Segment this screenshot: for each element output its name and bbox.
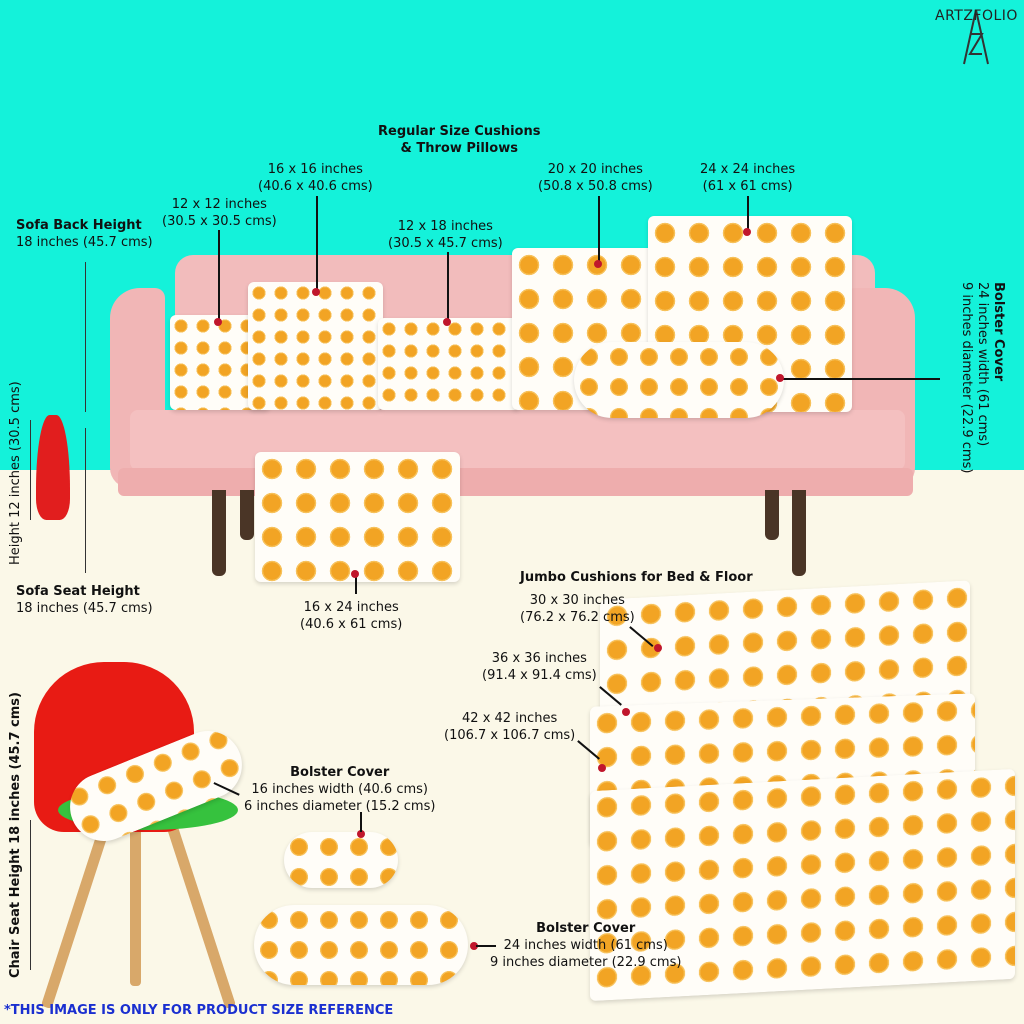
disclaimer-text: *THIS IMAGE IS ONLY FOR PRODUCT SIZE REF… <box>4 1003 394 1018</box>
label-30x30: 30 x 30 inches(76.2 x 76.2 cms) <box>520 593 635 625</box>
pointer-dot <box>743 228 751 236</box>
pointer-dot <box>598 764 606 772</box>
pointer-dot <box>214 318 222 326</box>
pointer-line <box>747 196 749 230</box>
pointer-dot <box>357 830 365 838</box>
cushion-16x16 <box>248 282 383 410</box>
regular-title: Regular Size Cushions& Throw Pillows <box>378 124 541 156</box>
chair-seat-height-label: Chair Seat Height 18 inches (45.7 cms) <box>8 692 23 978</box>
label-42x42: 42 x 42 inches(106.7 x 106.7 cms) <box>444 711 576 743</box>
vase-height-label: Height 12 inches (30.5 cms) <box>8 381 23 565</box>
sofa-leg <box>240 490 254 540</box>
label-24x24: 24 x 24 inches(61 x 61 cms) <box>700 162 796 194</box>
pointer-line <box>355 574 357 594</box>
pointer-dot <box>776 374 784 382</box>
pointer-dot <box>351 570 359 578</box>
artzfolio-logo-icon <box>963 9 989 65</box>
sofa-seat-height-arrow <box>85 428 86 573</box>
pointer-dot <box>654 644 662 652</box>
pointer-line <box>316 196 318 292</box>
sofa-back-height-arrow <box>85 262 86 412</box>
bolster-24-inch <box>254 905 468 985</box>
sofa-leg <box>212 490 226 576</box>
label-16x16: 16 x 16 inches(40.6 x 40.6 cms) <box>258 162 373 194</box>
jumbo-title: Jumbo Cushions for Bed & Floor <box>520 570 753 585</box>
chair-leg <box>130 826 141 986</box>
pointer-dot <box>312 288 320 296</box>
vase-height-arrow <box>30 420 31 520</box>
pointer-line <box>360 812 362 832</box>
pointer-line <box>447 252 449 322</box>
pointer-dot <box>443 318 451 326</box>
vase <box>36 415 70 520</box>
pointer-line <box>598 196 600 262</box>
label-16x24: 16 x 24 inches(40.6 x 61 cms) <box>300 600 403 632</box>
label-36x36: 36 x 36 inches(91.4 x 91.4 cms) <box>482 651 597 683</box>
pointer-dot <box>470 942 478 950</box>
bolster-sofa <box>574 342 784 418</box>
label-12x18: 12 x 18 inches(30.5 x 45.7 cms) <box>388 219 503 251</box>
pointer-line <box>218 230 220 322</box>
sofa-leg <box>792 490 806 576</box>
label-20x20: 20 x 20 inches(50.8 x 50.8 cms) <box>538 162 653 194</box>
sofa-seat <box>130 410 905 470</box>
bolster-16-inch <box>284 832 398 888</box>
pointer-dot <box>594 260 602 268</box>
sofa-leg <box>765 490 779 540</box>
cushion-16x24 <box>255 452 460 582</box>
label-12x12: 12 x 12 inches(30.5 x 30.5 cms) <box>162 197 277 229</box>
pointer-line <box>476 945 496 947</box>
cushion-12x18 <box>378 318 520 410</box>
pointer-line <box>780 378 940 380</box>
chair-height-arrow <box>30 820 31 970</box>
brand-logo-text: ARTZFOLIO <box>935 8 1018 24</box>
pointer-dot <box>622 708 630 716</box>
